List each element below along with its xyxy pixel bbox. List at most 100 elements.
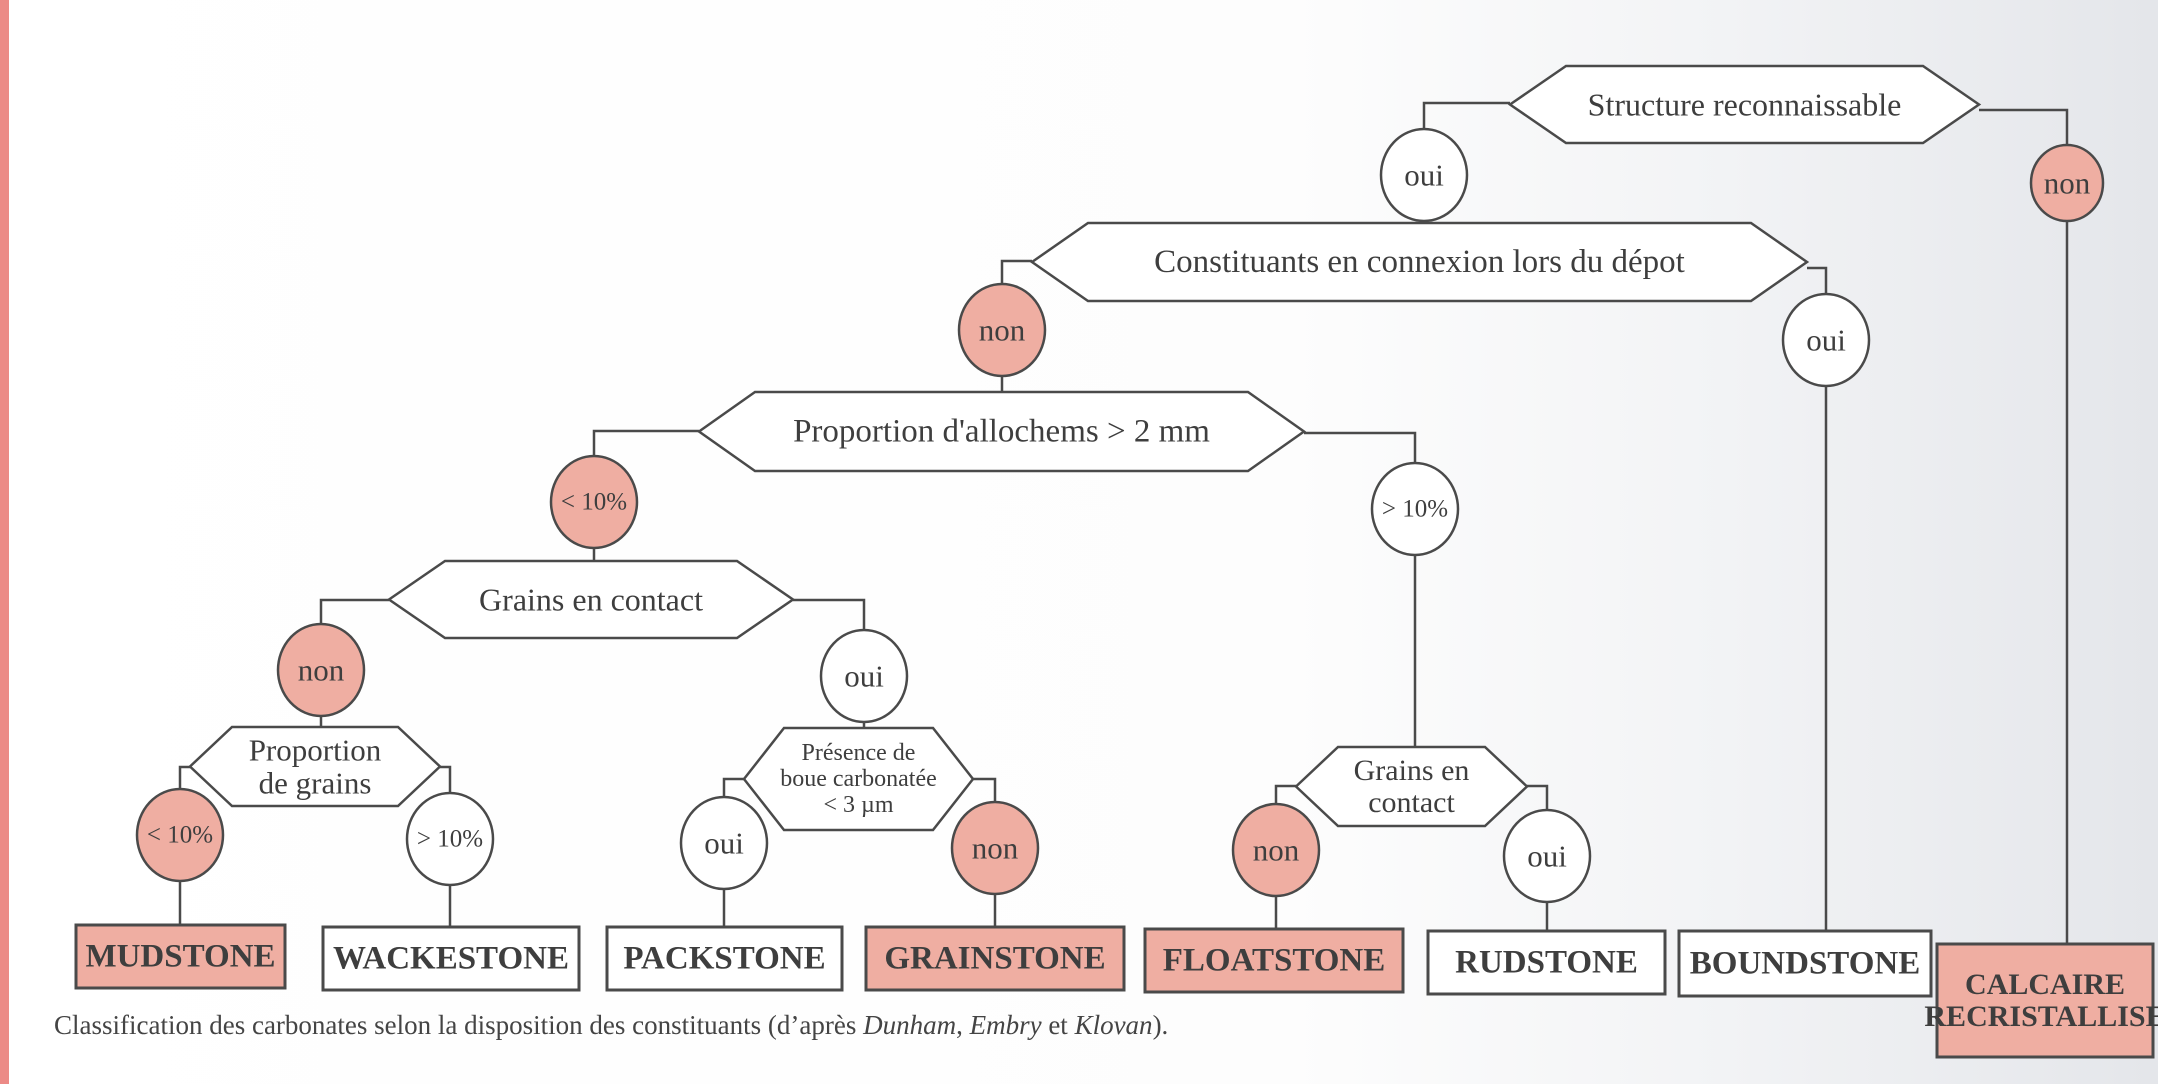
answer-circle [549, 454, 639, 550]
result-boundstone-label: BOUNDSTONE [1690, 946, 1920, 982]
result-mudstone-label: MUDSTONE [85, 939, 275, 975]
decision-contact2-label: Grains en [1354, 754, 1470, 787]
answer-a-grains-gt: > 10% [405, 791, 495, 887]
answer-circle [405, 791, 495, 887]
decision-boue-label: boue carbonatée [780, 766, 937, 792]
answer-circle [1370, 461, 1460, 557]
answer-circle [819, 628, 909, 724]
answer-label: non [1253, 833, 1300, 868]
result-calcaire-label: CALCAIRE [1965, 968, 2125, 1001]
connector-line [793, 598, 866, 630]
result-wackestone-label: WACKESTONE [333, 941, 569, 977]
connector-line [178, 765, 190, 789]
connector-lines [178, 101, 2069, 944]
result-floatstone-label: FLOATSTONE [1163, 943, 1386, 979]
decision-contact1-label: Grains en contact [479, 582, 703, 618]
connector-line [1422, 101, 1510, 129]
caption-separator: et [1041, 1010, 1075, 1040]
answer-label: < 10% [561, 489, 627, 516]
answer-label: oui [844, 659, 884, 694]
answer-label: non [298, 653, 345, 688]
decision-structure-label: Structure reconnaissable [1588, 87, 1902, 123]
answer-label: > 10% [1382, 496, 1448, 523]
decision-hexagon [386, 559, 796, 640]
answer-label: oui [1527, 839, 1567, 874]
result-box [1935, 942, 2155, 1059]
answer-a-contact2-oui: oui [1502, 808, 1592, 904]
answer-a-alloch-lt: < 10% [549, 454, 639, 550]
decision-hexagon [1507, 64, 1982, 145]
answer-nodes: oui non non oui < 10% > 10% non oui < 10% > 10% ou… [135, 127, 2105, 904]
result-box [1426, 929, 1667, 996]
result-box [1143, 927, 1405, 994]
result-box [1677, 929, 1933, 998]
result-calcaire-label: RECRISTALLISE [1924, 1000, 2158, 1033]
decision-contact2-label: contact [1368, 786, 1455, 819]
decision-prop_grains-label: Proportion [249, 732, 382, 767]
result-packstone: PACKSTONE [605, 925, 844, 992]
result-wackestone: WACKESTONE [321, 925, 581, 992]
answer-label: < 10% [147, 822, 213, 849]
decision-hexagon [1294, 745, 1529, 828]
decision-boue-label: Présence de [802, 740, 916, 766]
answer-circle [1231, 802, 1321, 898]
connector-line [973, 777, 997, 802]
figure-caption: Classification des carbonates selon la d… [54, 1010, 1168, 1041]
answer-a-boue-non: non [950, 800, 1040, 896]
answer-circle [679, 795, 769, 891]
result-box [864, 925, 1126, 992]
answer-circle [1781, 292, 1871, 388]
answer-a-grains-lt: < 10% [135, 787, 225, 883]
answer-a-structure-oui: oui [1379, 127, 1469, 223]
decision-hexagon [696, 390, 1307, 473]
answer-label: oui [1806, 323, 1846, 358]
connector-line [1979, 108, 2069, 145]
answer-a-contact1-non: non [276, 622, 366, 718]
answer-circle [276, 622, 366, 718]
answer-label: oui [704, 826, 744, 861]
answer-label: non [979, 313, 1026, 348]
connector-line [319, 598, 389, 624]
answer-circle [1379, 127, 1469, 223]
answer-a-boue-oui: oui [679, 795, 769, 891]
connector-line [1527, 784, 1549, 810]
caption-author-klovan: Klovan [1074, 1010, 1153, 1040]
result-boundstone: BOUNDSTONE [1677, 929, 1933, 998]
result-rudstone: RUDSTONE [1426, 929, 1667, 996]
decision-contact1: Grains en contact [386, 559, 796, 640]
decision-hexagon [188, 725, 442, 808]
answer-a-contact2-non: non [1231, 802, 1321, 898]
answer-circle [1502, 808, 1592, 904]
page-edge-strip [0, 0, 9, 1084]
connector-line [1304, 431, 1417, 463]
connector-line [1000, 259, 1032, 284]
connector-line [592, 429, 699, 456]
result-box [605, 925, 844, 992]
answer-a-contact1-oui: oui [819, 628, 909, 724]
answer-circle [2029, 143, 2105, 223]
connector-line [1274, 784, 1296, 804]
connector-line [722, 777, 744, 797]
caption-author-dunham: Dunham [863, 1010, 957, 1040]
answer-circle [135, 787, 225, 883]
result-floatstone: FLOATSTONE [1143, 927, 1405, 994]
decision-hexagon [742, 726, 975, 832]
caption-separator: , [956, 1010, 970, 1040]
decision-allochems-label: Proportion d'allochems > 2 mm [793, 414, 1210, 450]
answer-label: oui [1404, 158, 1444, 193]
decision-connexion-label: Constituants en connexion lors du dépot [1154, 244, 1685, 280]
decision-hexagon [1029, 221, 1810, 303]
decision-connexion: Constituants en connexion lors du dépot [1029, 221, 1810, 303]
decision-prop_grains-label: de grains [259, 766, 372, 801]
result-rudstone-label: RUDSTONE [1455, 945, 1638, 981]
answer-circle [957, 282, 1047, 378]
answer-a-structure-non: non [2029, 143, 2105, 223]
answer-label: non [972, 831, 1019, 866]
result-box [74, 923, 287, 990]
decision-allochems: Proportion d'allochems > 2 mm [696, 390, 1307, 473]
